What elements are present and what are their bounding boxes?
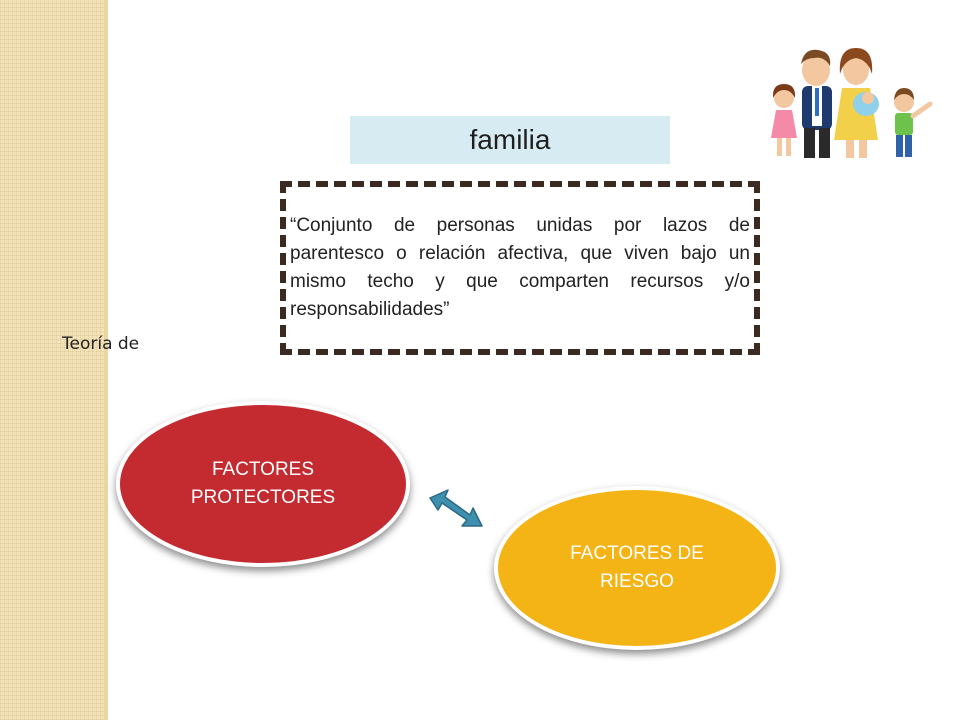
boy-figure <box>894 88 933 157</box>
title-box: familia <box>350 116 670 164</box>
girl-figure <box>771 84 797 156</box>
risk-factors-label: FACTORES DE RIESGO <box>570 543 704 592</box>
theory-label: Teoría de <box>62 334 140 354</box>
mother-figure <box>834 48 879 158</box>
family-clipart-icon <box>771 48 933 158</box>
protective-factors-label: FACTORES PROTECTORES <box>190 459 336 508</box>
protective-factors-node: FACTORES PROTECTORES <box>116 401 410 567</box>
definition-frame <box>280 181 760 355</box>
side-strip-edge <box>104 0 108 720</box>
slide-title: familia <box>469 124 551 155</box>
decorative-side-strip <box>0 0 104 720</box>
definition-text: “Conjunto de personas unidas por lazos d… <box>290 215 750 320</box>
double-arrow-icon <box>429 489 483 527</box>
risk-factors-node: FACTORES DE RIESGO <box>494 486 780 650</box>
father-figure <box>801 49 832 158</box>
